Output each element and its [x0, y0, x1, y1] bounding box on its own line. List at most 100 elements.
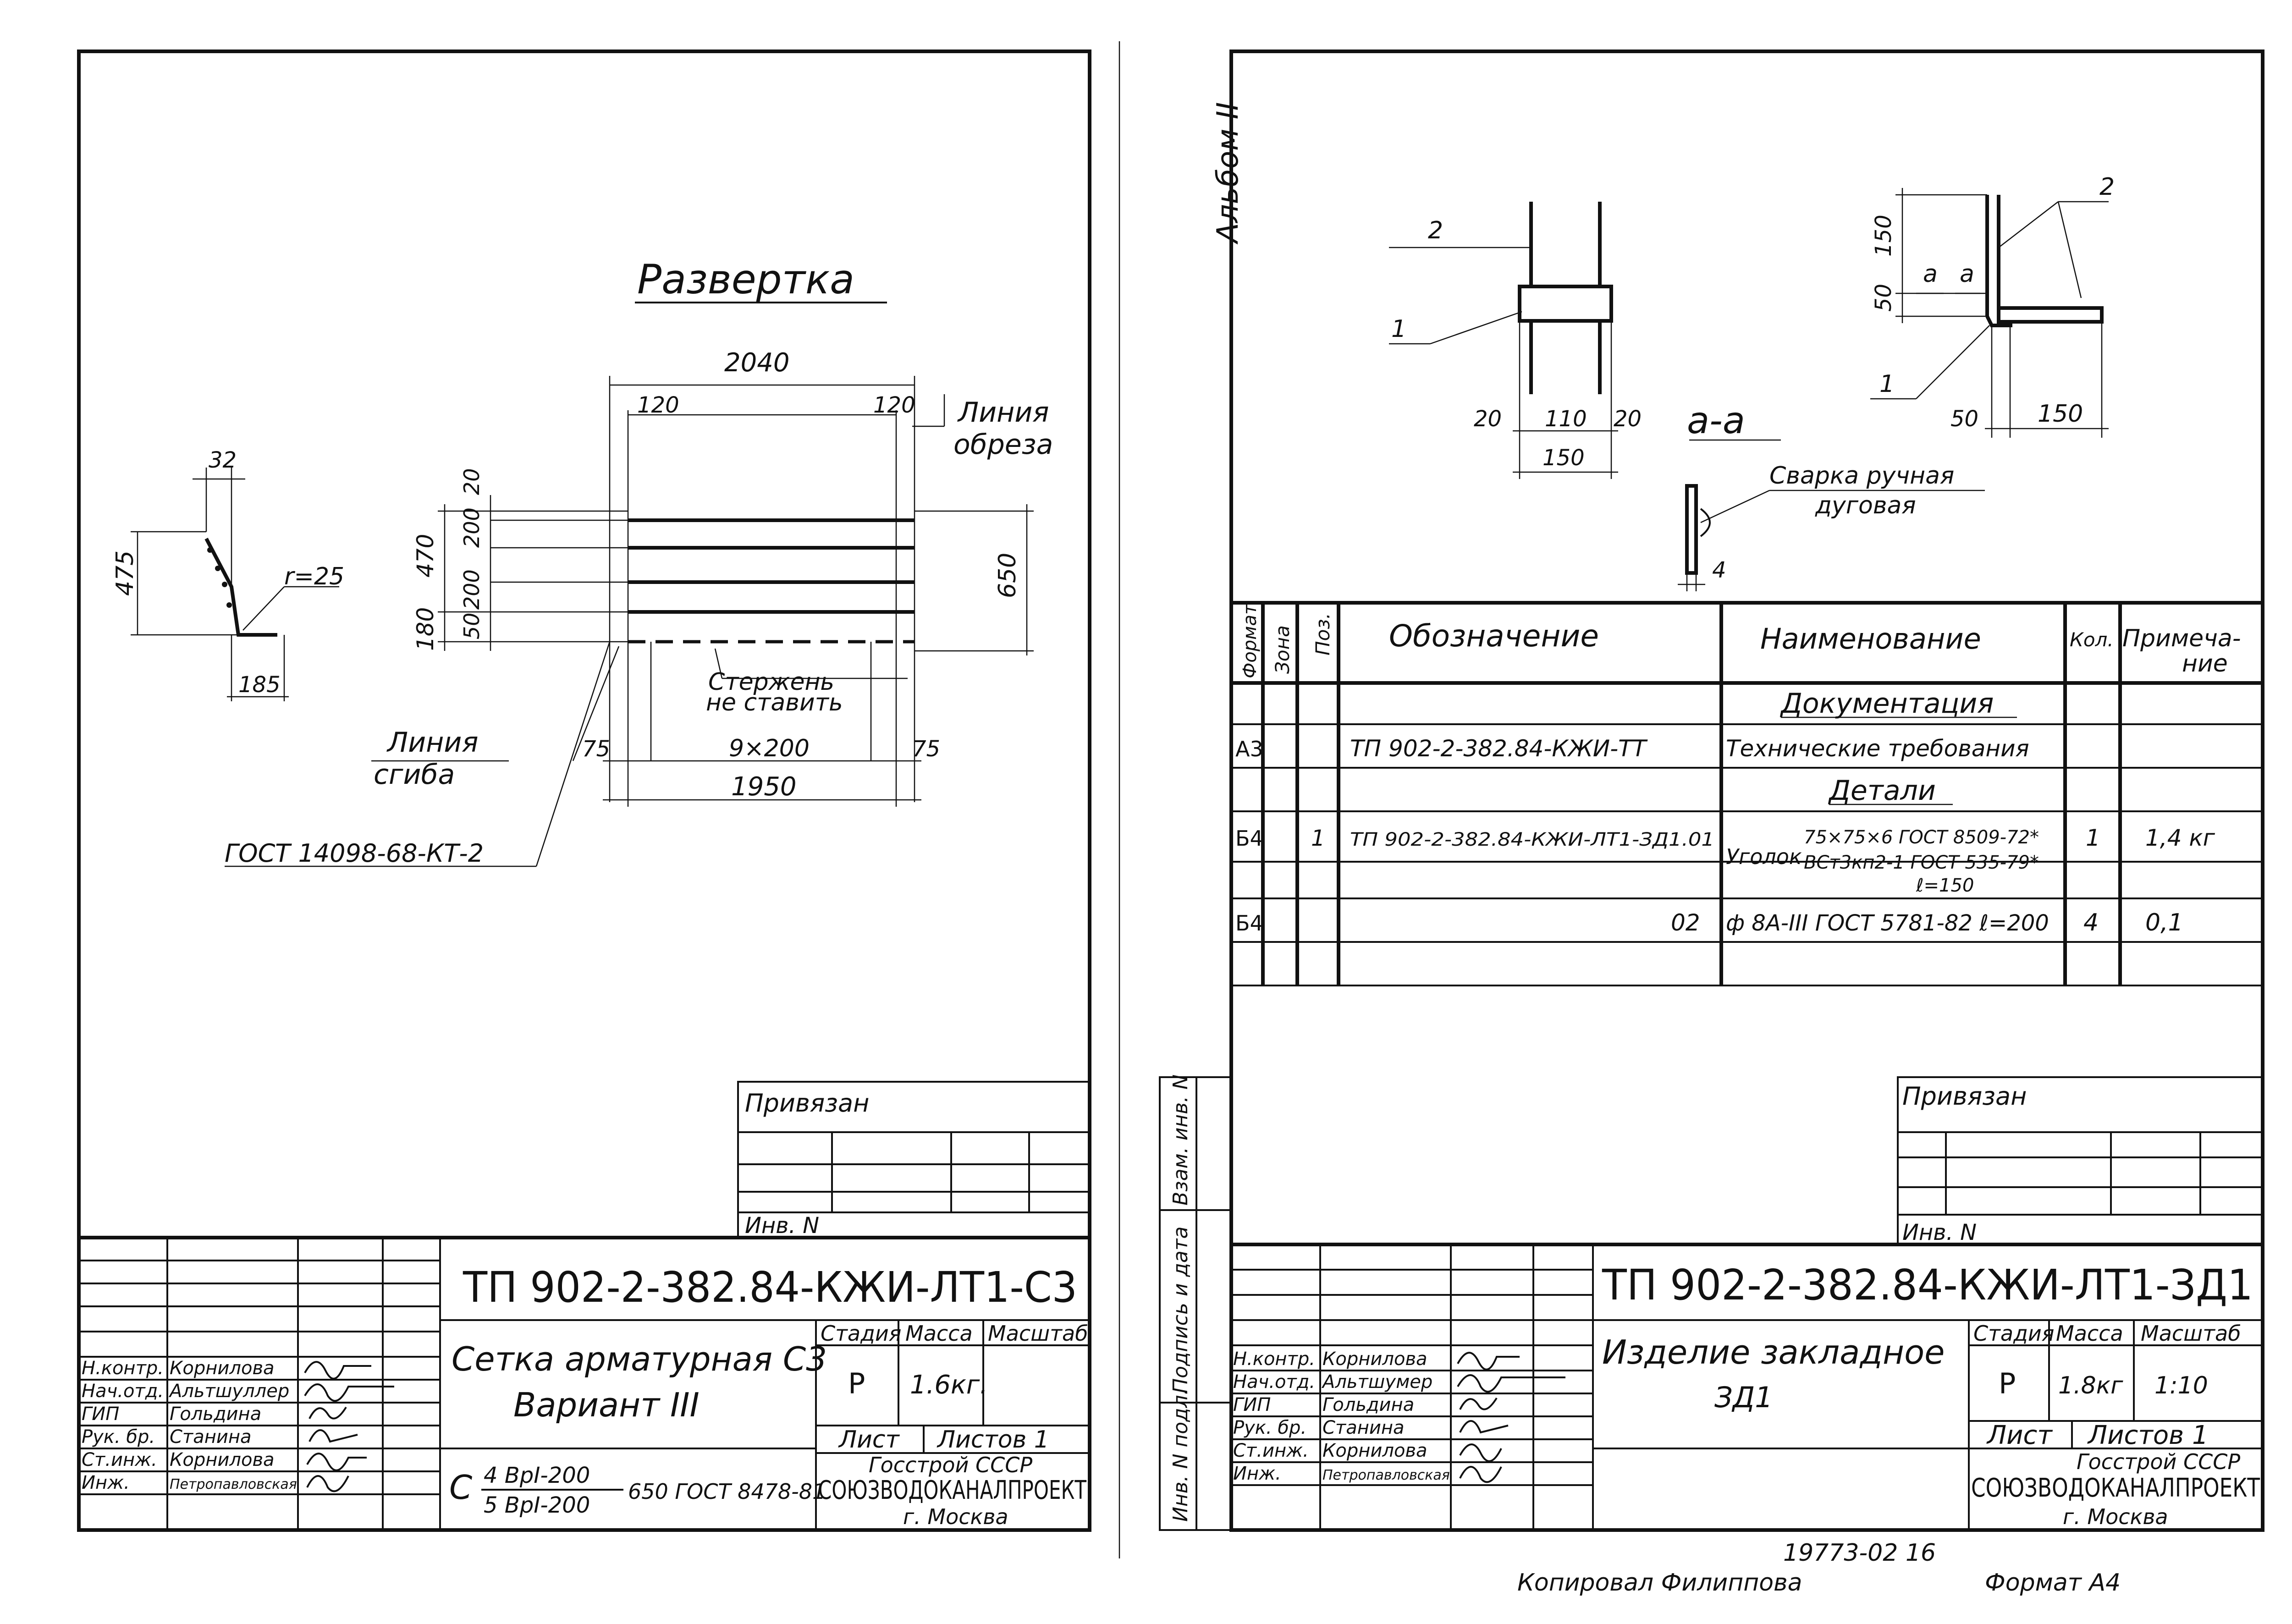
- spec-row3-qty: 4: [2083, 909, 2099, 936]
- right-org-1: Госстрой СССР: [2077, 1449, 2240, 1474]
- footer-number: 19773-02 16: [1783, 1539, 1936, 1567]
- front-label-2: 2: [1428, 217, 1443, 244]
- right-mass: 1.8кг: [2058, 1372, 2123, 1399]
- side-label-inv-podl: Инв. N подл.: [1169, 1388, 1192, 1522]
- left-doc-code: ТП 902-2-382.84-КЖИ-ЛТ1-С3: [463, 1263, 1077, 1312]
- right-signatures: [1457, 1352, 1565, 1483]
- weld-label-1: Сварка ручная: [1769, 462, 1954, 490]
- dim-left-470: 470: [412, 534, 439, 578]
- dim-left-200b: 200: [459, 569, 484, 610]
- right-sheet: Альбом II Инв. N подл. Подпись и дата Вз…: [1159, 50, 2264, 1596]
- spec-h-code: Обозначение: [1389, 618, 1599, 654]
- right-scale: 1:10: [2154, 1372, 2208, 1399]
- right-org-2: СОЮЗВОДОКАНАЛПРОЕКТ: [1971, 1473, 2260, 1503]
- right-privyazan: Привязан: [1902, 1082, 2027, 1111]
- right-people: Н.контр. Корнилова Нач.отд. Альтшумер ГИ…: [1233, 1349, 1450, 1484]
- left-role-4: Ст.инж.: [82, 1449, 157, 1470]
- right-doc-name-2: ЗД1: [1714, 1381, 1773, 1414]
- spec-h-zone: Зона: [1271, 625, 1294, 674]
- left-privyazan: Привязан: [745, 1089, 869, 1118]
- left-formula-bottom: 5 ВрI-200: [484, 1492, 590, 1518]
- left-inv-n: Инв. N: [745, 1213, 819, 1239]
- right-person-0: Корнилова: [1322, 1349, 1427, 1370]
- side-album: Альбом II: [1211, 102, 1245, 245]
- right-person-3: Станина: [1322, 1417, 1405, 1438]
- side-cut-a2: а: [1960, 260, 1974, 288]
- left-sheet-label: Лист: [838, 1426, 900, 1453]
- spec-section-docs: Документация: [1780, 688, 1994, 720]
- rod-label-1: Стержень: [708, 668, 834, 696]
- front-dim-150: 150: [1543, 445, 1585, 471]
- spec-row2-code: ТП 902-2-382.84-КЖИ-ЛТ1-ЗД1.01: [1350, 829, 1714, 850]
- profile-dim-185: 185: [238, 672, 281, 698]
- left-signatures: [304, 1361, 394, 1492]
- front-dim-20a: 20: [1474, 406, 1502, 432]
- right-person-5: Петропавловская: [1322, 1467, 1450, 1483]
- dim-right-650: 650: [994, 553, 1021, 598]
- side-label-2: 2: [2099, 173, 2115, 201]
- weld-label-2: дуговая: [1815, 492, 1916, 519]
- dim-bottom-75-right: 75: [912, 736, 940, 762]
- left-person-2: Гольдина: [170, 1404, 261, 1425]
- footer-format: Формат А4: [1985, 1569, 2121, 1596]
- dim-left-20: 20: [459, 468, 484, 495]
- spec-h-qty: Кол.: [2070, 628, 2114, 651]
- cut-line-label-1: Линия: [957, 396, 1049, 429]
- section-a-a: [1678, 439, 1985, 591]
- embed-front-view: [1389, 202, 1618, 479]
- spec-row2-qty: 1: [2086, 825, 2100, 851]
- section-name: а-а: [1687, 399, 1745, 442]
- bend-line-label-2: сгиба: [374, 759, 455, 791]
- spec-h-pos: Поз.: [1311, 613, 1334, 655]
- left-role-0: Н.контр.: [82, 1358, 164, 1379]
- right-h-stage: Стадия: [1973, 1321, 2054, 1346]
- left-formula-tail: 650 ГОСТ 8478-81: [628, 1479, 826, 1504]
- spec-row2-name-b: 75×75×6 ГОСТ 8509-72*: [1804, 827, 2039, 848]
- dim-120-left: 120: [637, 392, 679, 418]
- left-role-5: Инж.: [82, 1472, 130, 1493]
- left-org-1: Госстрой СССР: [869, 1453, 1032, 1477]
- bend-profile: [131, 468, 339, 701]
- right-role-0: Н.контр.: [1233, 1349, 1315, 1370]
- right-h-mass: Масса: [2056, 1321, 2123, 1346]
- left-formula-top: 4 ВрI-200: [484, 1463, 590, 1488]
- spec-row3-code: 02: [1671, 909, 1700, 936]
- left-people: Н.контр. Корнилова Нач.отд. Альтшуллер Г…: [82, 1358, 297, 1493]
- left-h-stage: Стадия: [821, 1321, 901, 1346]
- spec-row1-code: ТП 902-2-382.84-КЖИ-ТТ: [1350, 735, 1648, 762]
- spec-row1-name: Технические требования: [1726, 735, 2029, 762]
- right-inv-n: Инв. N: [1902, 1220, 1977, 1245]
- left-person-1: Альтшуллер: [168, 1381, 289, 1402]
- side-dim-50: 50: [1871, 284, 1896, 312]
- front-label-1: 1: [1391, 315, 1406, 343]
- left-stage: Р: [848, 1367, 865, 1400]
- weld-dim-4: 4: [1712, 557, 1726, 583]
- side-dim-150: 150: [1871, 215, 1896, 257]
- profile-dim-475: 475: [111, 551, 139, 596]
- right-sheets-label: Листов 1: [2087, 1420, 2209, 1450]
- left-org-2: СОЮЗВОДОКАНАЛПРОЕКТ: [818, 1475, 1087, 1505]
- spec-row1-format: А3: [1235, 737, 1263, 761]
- spec-row2-name-c: ВСт3кп2-1 ГОСТ 535-79*: [1804, 852, 2039, 873]
- spec-h-format: Формат: [1240, 603, 1261, 678]
- left-person-5: Петропавловская: [170, 1476, 297, 1492]
- right-doc-code: ТП 902-2-382.84-КЖИ-ЛТ1-ЗД1: [1602, 1261, 2253, 1310]
- right-sheet-frame: [1229, 50, 2264, 1532]
- right-stage: Р: [1999, 1367, 2016, 1400]
- profile-dim-32: 32: [209, 447, 237, 473]
- left-sheets-label: Листов 1: [937, 1426, 1049, 1453]
- spec-h-note-2: ние: [2182, 650, 2228, 677]
- left-sheet-frame: [77, 50, 1091, 1532]
- left-formula-c: С: [449, 1468, 473, 1507]
- spec-row2-name-d: ℓ=150: [1916, 875, 1974, 896]
- left-stamp-lines: [79, 1081, 1091, 1530]
- right-role-2: ГИП: [1233, 1394, 1271, 1415]
- spec-row2-format: Б4: [1235, 826, 1263, 851]
- dim-bottom-75-left: 75: [582, 736, 610, 762]
- side-label-vzam: Взам. инв. N: [1169, 1074, 1192, 1206]
- left-org-3: г. Москва: [903, 1504, 1008, 1529]
- left-h-mass: Масса: [905, 1321, 973, 1346]
- right-role-1: Нач.отд.: [1233, 1371, 1315, 1393]
- right-sheet-label: Лист: [1986, 1420, 2053, 1450]
